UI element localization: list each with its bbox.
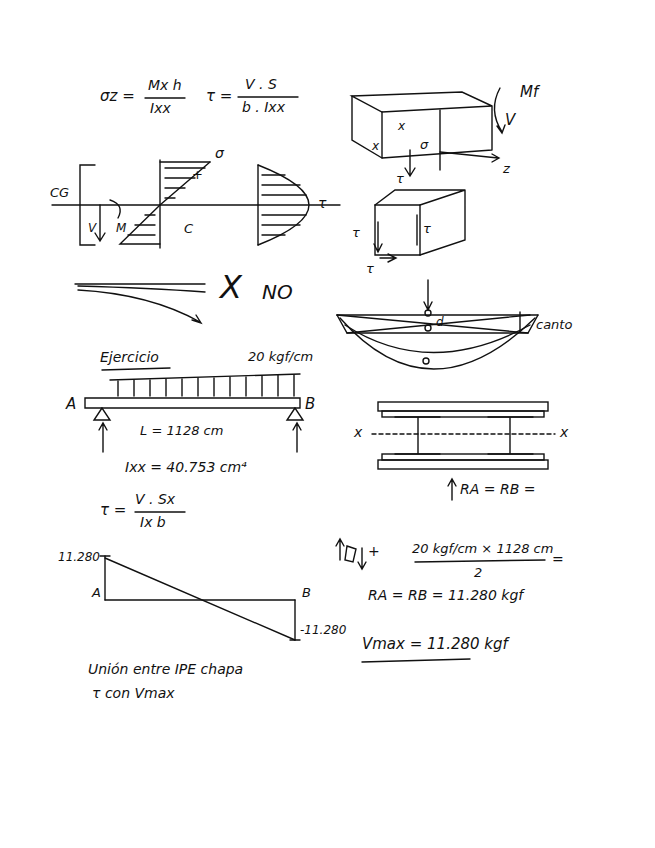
note-text: V (505, 112, 515, 129)
note-text: τ (423, 222, 431, 236)
note-text: 11.280 (58, 551, 100, 564)
fraction-bar (238, 96, 298, 97)
note-text: + (368, 544, 380, 559)
note-text: V . Sx (135, 492, 175, 507)
note-text: B (305, 396, 315, 413)
note-text: V (88, 222, 96, 235)
note-text: τ (366, 262, 374, 276)
note-text: A (92, 586, 101, 600)
note-text: B (302, 586, 311, 600)
note-text: 20 kgf/cm × 1128 cm (412, 542, 553, 556)
beam-3d-sketch (352, 88, 505, 176)
note-text: σ (420, 138, 428, 152)
note-text: Ixx = 40.753 cm⁴ (125, 460, 247, 475)
note-text: τ = (206, 88, 232, 105)
note-text: τ (352, 226, 360, 240)
deflected-beam (337, 280, 538, 369)
note-text: NO (262, 281, 293, 303)
note-text: -11.280 (300, 624, 346, 637)
element-cube (374, 190, 465, 262)
note-text: x (560, 425, 568, 440)
note-text: M (116, 222, 126, 235)
note-text: τ = (100, 502, 126, 519)
note-text: A (66, 396, 76, 413)
note-text: 20 kgf/cm (248, 350, 313, 364)
built-up-section (372, 402, 555, 469)
note-text: σ (215, 146, 224, 161)
note-text: b . Ixx (242, 100, 285, 115)
note-text: C (184, 222, 193, 236)
note-text: RA = RB = 11.280 kgf (368, 588, 523, 603)
note-text: V . S (245, 77, 277, 92)
note-text: τ con Vmax (92, 686, 175, 701)
note-text: canto (536, 318, 572, 332)
note-text: 2 (474, 566, 482, 580)
note-text: + (192, 168, 203, 182)
loaded-beam (85, 368, 303, 512)
note-text: Vmax = 11.280 kgf (362, 636, 508, 653)
stress-diagram (52, 160, 340, 248)
note-text: d (436, 316, 444, 329)
note-text: Unión entre IPE chapa (88, 662, 243, 677)
note-text: Ix b (140, 515, 166, 530)
fraction-bar (145, 97, 185, 98)
note-text: σz = (100, 88, 135, 105)
note-text: Mx h (148, 78, 182, 93)
note-text: x (354, 425, 362, 440)
note-text: RA = RB = (460, 482, 535, 497)
note-text: CG (50, 186, 69, 200)
shear-diagram (100, 556, 300, 640)
note-text: Mf (520, 84, 538, 101)
calc-marks (336, 479, 545, 662)
note-text: τ (396, 172, 404, 186)
note-text: L = 1128 cm (140, 424, 223, 438)
note-text: Ixx (150, 101, 171, 116)
note-text: x (372, 140, 379, 153)
note-text: z (503, 162, 510, 176)
deflection-sketch (75, 284, 205, 323)
note-text: x (398, 120, 405, 133)
note-text: = (552, 552, 564, 567)
note-text: τ (318, 196, 326, 211)
note-text: X (220, 270, 242, 305)
note-text: Ejercicio (100, 350, 159, 365)
